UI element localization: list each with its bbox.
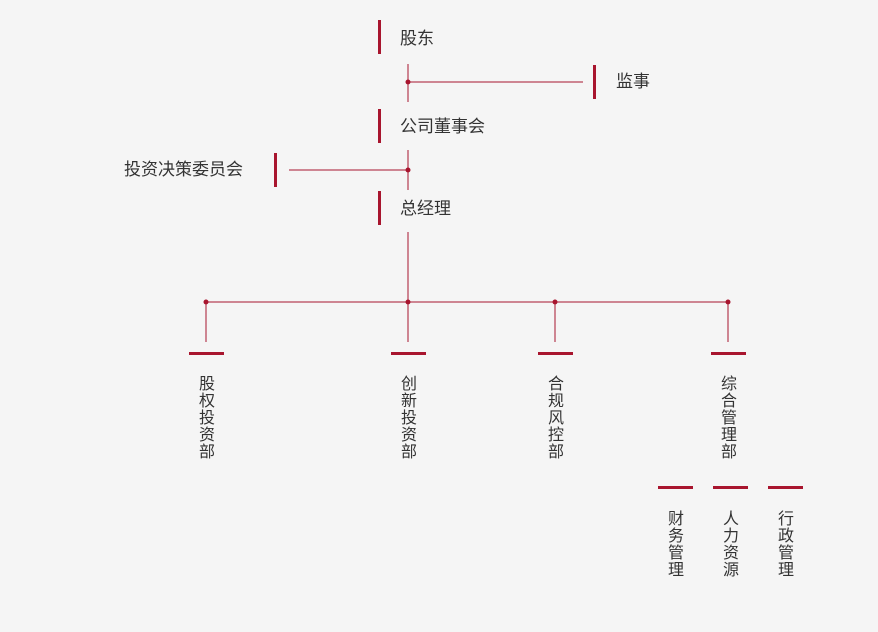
node-marker — [768, 486, 803, 489]
sub-dept-label: 行政管理 — [775, 510, 794, 578]
node-marker — [711, 352, 746, 355]
junction-dot — [405, 79, 411, 85]
node-marker — [378, 20, 381, 54]
investment-committee-label: 投资决策委员会 — [124, 160, 243, 180]
sub-dept-label: 人力资源 — [720, 510, 739, 578]
supervisor-label: 监事 — [616, 72, 650, 92]
node-marker — [658, 486, 693, 489]
node-marker — [713, 486, 748, 489]
node-marker — [538, 352, 573, 355]
general-manager-label: 总经理 — [400, 199, 451, 219]
dept-label: 创新投资部 — [398, 375, 417, 460]
node-marker — [189, 352, 224, 355]
sub-dept-label: 财务管理 — [665, 510, 684, 578]
dept-label: 合规风控部 — [545, 375, 564, 460]
node-marker — [378, 191, 381, 225]
board-label: 公司董事会 — [400, 117, 485, 137]
node-marker — [274, 153, 277, 187]
shareholders-label: 股东 — [400, 29, 434, 49]
node-marker — [378, 109, 381, 143]
junction-dot — [725, 299, 731, 305]
node-marker — [593, 65, 596, 99]
dept-label: 综合管理部 — [718, 375, 737, 460]
junction-dot — [405, 167, 411, 173]
junction-dot — [405, 299, 411, 305]
node-marker — [391, 352, 426, 355]
junction-dot — [203, 299, 209, 305]
dept-label: 股权投资部 — [196, 375, 215, 460]
junction-dot — [552, 299, 558, 305]
